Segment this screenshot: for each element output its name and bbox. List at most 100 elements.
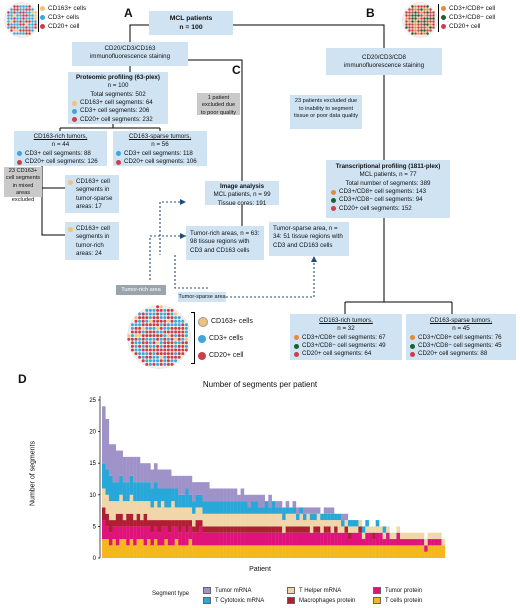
bar-segment bbox=[327, 520, 331, 527]
bar-segment bbox=[112, 520, 117, 527]
bar-segment bbox=[212, 488, 217, 502]
bar-segment bbox=[122, 456, 127, 483]
bar-segment bbox=[361, 539, 366, 546]
bar-segment bbox=[316, 532, 321, 546]
bar-segment bbox=[223, 545, 227, 558]
bar-segment bbox=[195, 532, 200, 546]
bar-segment bbox=[178, 545, 182, 558]
bar-segment bbox=[351, 520, 356, 527]
legend-title: Segment type bbox=[152, 591, 190, 597]
legend-label: Tumor mRNA bbox=[215, 587, 252, 594]
bar-segment bbox=[354, 520, 359, 527]
image-analysis-line2: Tissue cores: 191 bbox=[217, 199, 267, 207]
bar-segment bbox=[164, 488, 168, 508]
bar-segment bbox=[438, 545, 442, 558]
stain-box-b: CD20/CD3/CD8 immunofluorescence staining bbox=[326, 48, 442, 75]
bar-segment bbox=[226, 513, 231, 527]
bar-segment bbox=[247, 507, 252, 514]
bar-segment bbox=[375, 526, 380, 533]
bar-segment bbox=[351, 526, 356, 533]
t-sparse-title: CD163-sparse tumors, bbox=[429, 317, 493, 324]
bar-segment bbox=[271, 545, 276, 558]
bar-segment bbox=[119, 526, 123, 540]
bar-segment bbox=[105, 539, 110, 558]
bar-segment bbox=[247, 513, 252, 527]
bar-segment bbox=[209, 501, 214, 514]
bar-segment bbox=[140, 501, 144, 521]
bar-segment bbox=[247, 545, 252, 558]
bar-segment bbox=[133, 501, 137, 521]
bar-segment bbox=[181, 526, 186, 546]
bar-segment bbox=[205, 526, 210, 533]
bar-segment bbox=[289, 507, 293, 514]
bar-segment bbox=[185, 507, 189, 521]
bar-segment bbox=[250, 494, 255, 502]
bar-segment bbox=[261, 513, 265, 527]
bar-segment bbox=[216, 545, 220, 558]
bar-segment bbox=[330, 513, 335, 521]
sparse-cd20: CD20+ cell segments: 106 bbox=[124, 158, 197, 166]
bar-segment bbox=[420, 539, 425, 546]
bar-segment bbox=[102, 520, 106, 540]
bar-segment bbox=[320, 532, 324, 546]
bar-segment bbox=[323, 532, 328, 546]
bar-segment bbox=[202, 513, 207, 527]
bar-segment bbox=[296, 532, 300, 546]
bar-segment bbox=[205, 532, 210, 546]
bar-segment bbox=[212, 501, 217, 514]
legend-a-cd163: CD163+ cells bbox=[48, 5, 87, 12]
cd163-dot-icon bbox=[68, 227, 73, 232]
bar-segment bbox=[219, 545, 224, 558]
excluded-mixed-areas-box: 23 CD163+ cell segments in mixed areas e… bbox=[4, 167, 42, 204]
y-tick-label: 5 bbox=[93, 524, 97, 530]
bar-segment bbox=[115, 501, 120, 514]
bar-segment bbox=[313, 507, 317, 514]
bar-segment bbox=[202, 526, 207, 533]
bar-segment bbox=[261, 526, 265, 533]
bar-segment bbox=[309, 532, 314, 546]
bar-segment bbox=[292, 501, 297, 508]
sparse-title: CD163-sparse tumors, bbox=[128, 133, 192, 140]
bar-segment bbox=[233, 501, 238, 514]
bar-segment bbox=[434, 539, 439, 546]
bar-segment bbox=[403, 532, 408, 540]
panel-letter-c: C bbox=[232, 63, 241, 77]
bar-segment bbox=[244, 501, 248, 514]
bar-segment bbox=[320, 520, 324, 533]
bar-segment bbox=[164, 526, 168, 540]
bar-segment bbox=[268, 532, 272, 546]
bar-segment bbox=[330, 532, 335, 546]
bar-segment bbox=[296, 513, 300, 521]
bar-segment bbox=[205, 513, 210, 527]
bar-segment bbox=[285, 532, 290, 546]
bar-segment bbox=[313, 526, 317, 533]
bars bbox=[102, 406, 446, 558]
bar-segment bbox=[285, 507, 290, 514]
bar-segment bbox=[309, 513, 314, 521]
bar-segment bbox=[195, 545, 200, 558]
bar-segment bbox=[375, 520, 380, 527]
t-rich-cd8pos: CD3+/CD8+ cell segments: 67 bbox=[302, 333, 386, 341]
bar-segment bbox=[424, 539, 428, 546]
bar-segment bbox=[358, 532, 362, 546]
bar-segment bbox=[171, 475, 175, 489]
bar-segment bbox=[261, 545, 265, 558]
bar-segment bbox=[302, 520, 307, 527]
bar-segment bbox=[268, 526, 272, 533]
bar-segment bbox=[330, 545, 335, 558]
transcriptional-sparse-box: CD163-sparse tumors, n = 45 CD3+/CD8+ ce… bbox=[406, 314, 516, 360]
bar-segment bbox=[264, 526, 269, 533]
bar-segment bbox=[126, 526, 130, 546]
bar-segment bbox=[334, 532, 338, 546]
bar-segment bbox=[372, 532, 376, 540]
bar-segment bbox=[431, 539, 435, 546]
bar-segment bbox=[268, 545, 272, 558]
panel-letter-b: B bbox=[366, 6, 375, 20]
bar-segment bbox=[344, 526, 349, 533]
bar-segment bbox=[171, 520, 175, 527]
bar-segment bbox=[278, 526, 283, 533]
bar-segment bbox=[334, 513, 338, 521]
bar-segment bbox=[316, 513, 321, 527]
bar-segment bbox=[140, 526, 144, 540]
cd163-rich-area-segments-box: CD163+ cell segments in tumor-rich areas… bbox=[65, 222, 119, 260]
